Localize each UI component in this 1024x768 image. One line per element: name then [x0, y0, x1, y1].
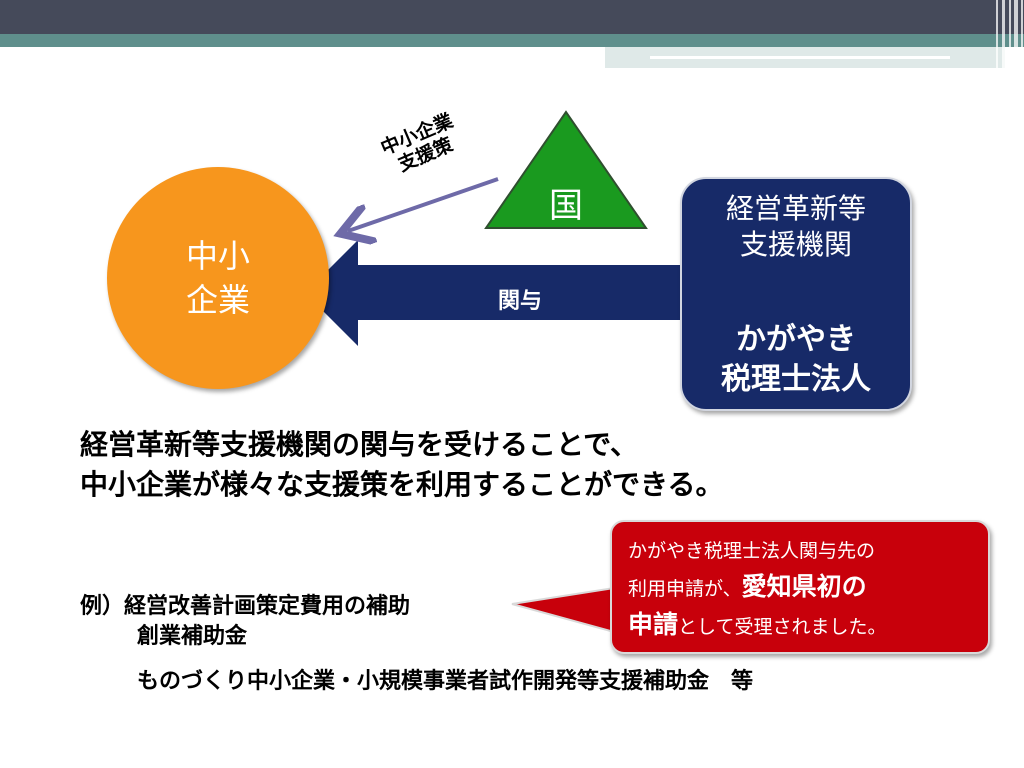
- support-organization-box: 経営革新等 支援機関 かがやき 税理士法人: [680, 177, 912, 411]
- support-org-line3: かがやき: [736, 322, 856, 357]
- involvement-label: 関与: [497, 289, 542, 314]
- main-statement: 経営革新等支援機関の関与を受けることで、 中小企業が様々な支援策を利用することが…: [80, 425, 723, 505]
- involvement-arrow: [305, 240, 682, 346]
- country-triangle: [484, 110, 648, 229]
- callout-part1: かがやき税理士法人関与先の: [628, 540, 876, 562]
- example-line3: ものづくり中小企業・小規模事業者試作開発等支援補助金 等: [137, 669, 754, 694]
- callout-highlight2: 申請: [628, 610, 679, 639]
- callout-part5: として受理されました。: [678, 616, 887, 638]
- header-accent-bar: [0, 34, 1024, 47]
- callout-box: かがやき税理士法人関与先の利用申請が、愛知県初の申請として受理されました。: [610, 520, 990, 654]
- sme-label-line2: 企業: [185, 281, 250, 319]
- example-line2: 創業補助金: [137, 624, 248, 649]
- header-bar: [0, 0, 1024, 34]
- main-statement-line1: 経営革新等支援機関の関与を受けることで、: [80, 428, 639, 461]
- country-label: 国: [549, 186, 583, 226]
- support-policy-arrow: [348, 177, 499, 231]
- sme-circle: 中小 企業: [107, 167, 329, 389]
- callout-highlight1: 愛知県初の: [741, 572, 867, 601]
- support-org-line1: 経営革新等: [725, 192, 866, 225]
- main-statement-line2: 中小企業が様々な支援策を利用することができる。: [80, 468, 724, 501]
- support-org-line4: 税理士法人: [721, 362, 871, 397]
- sme-label-line1: 中小: [185, 237, 250, 275]
- header-stripes: [992, 0, 1024, 70]
- example-line1: 例）経営改善計画策定費用の補助: [80, 594, 411, 619]
- examples-list: 例）経営改善計画策定費用の補助 創業補助金: [80, 592, 410, 652]
- callout-text: かがやき税理士法人関与先の利用申請が、愛知県初の申請として受理されました。: [628, 534, 978, 645]
- support-org-line2: 支援機関: [739, 228, 852, 261]
- header-light-line: [650, 56, 950, 59]
- callout-part2: 利用申請が、: [628, 578, 742, 600]
